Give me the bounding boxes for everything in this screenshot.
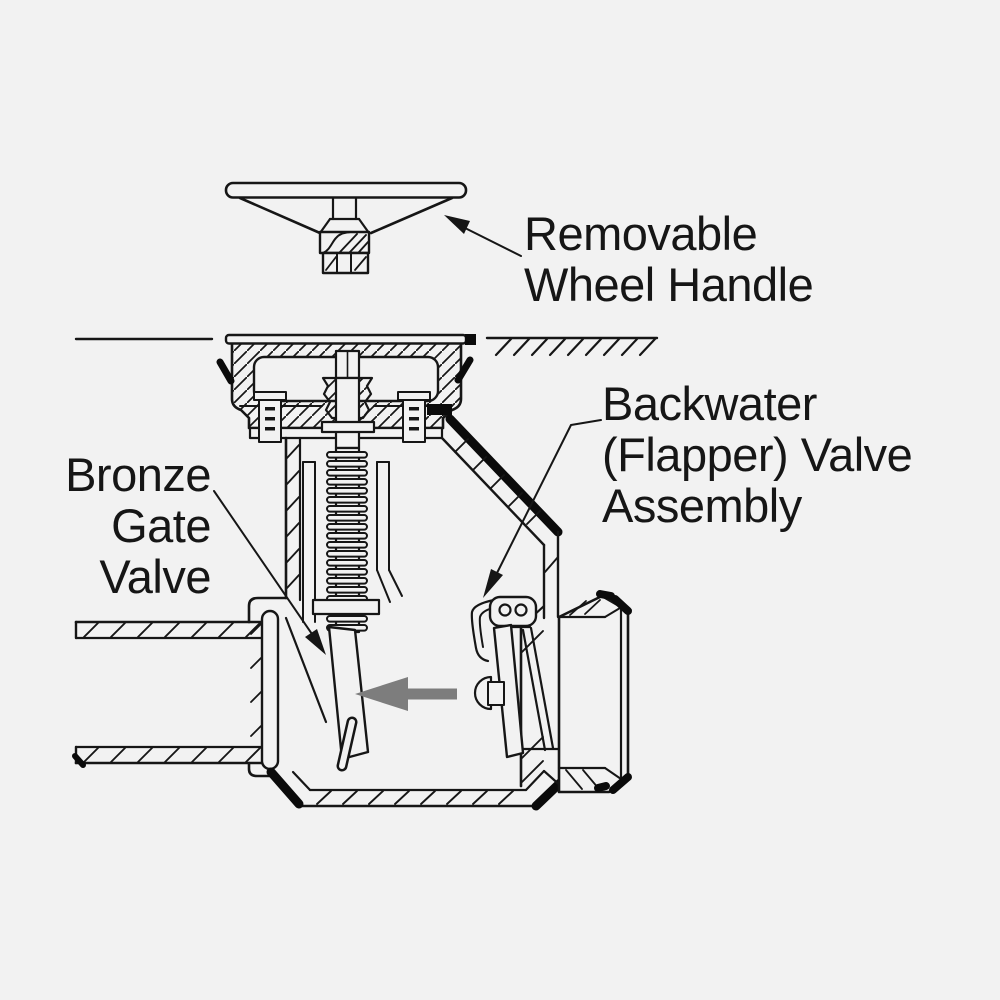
label-backwater-flapper-valve-assembly: Backwater (Flapper) Valve Assembly xyxy=(602,377,913,532)
left-pipe-drawing xyxy=(72,596,288,778)
bottom-hatch-ticks xyxy=(316,790,514,805)
label-bronze-gate-valve: Bronze Gate Valve xyxy=(0,449,211,602)
valve-bonnet-section xyxy=(216,333,476,450)
valve-neck xyxy=(284,436,403,623)
flow-direction-arrow xyxy=(355,677,457,711)
label-line: Wheel Handle xyxy=(524,258,814,311)
cap-gasket-marks xyxy=(594,590,632,794)
ground-hatch-ticks xyxy=(494,337,657,357)
wheel-handle-leader-arrow xyxy=(444,215,522,257)
neck-hatch-ticks xyxy=(286,444,300,589)
label-line: Valve xyxy=(99,550,211,603)
label-removable-wheel-handle: Removable Wheel Handle xyxy=(524,207,814,311)
backwater-leader-arrow xyxy=(483,419,602,598)
flapper-valve-drawing xyxy=(470,595,562,788)
label-line: (Flapper) Valve xyxy=(602,428,913,481)
ground-line xyxy=(74,336,659,357)
valve-body-bottom xyxy=(266,767,604,811)
yoke-band xyxy=(311,598,381,616)
pipe-gasket-ring xyxy=(260,609,280,771)
bonnet-gasket-marks xyxy=(216,334,476,415)
label-line: Gate xyxy=(111,499,211,552)
gate-wedge-drawing xyxy=(284,616,370,772)
bronze-gate-leader-arrow xyxy=(213,490,326,655)
label-line: Backwater xyxy=(602,377,817,430)
stem-threads-drawing xyxy=(311,446,381,634)
pipe-hatch-ticks xyxy=(83,622,261,763)
bonnet-bolt-left xyxy=(253,391,287,443)
channel-hatch-ticks xyxy=(454,438,541,525)
hub-coupling-drawing xyxy=(557,590,632,794)
bonnet-bolt-right xyxy=(397,391,431,443)
inlet-channel xyxy=(440,414,563,620)
wheel-handle-drawing xyxy=(224,181,468,275)
hub-hatch-ticks xyxy=(250,623,262,737)
label-line: Bronze xyxy=(65,448,211,501)
label-line: Assembly xyxy=(602,479,802,532)
label-line: Removable xyxy=(524,207,758,260)
